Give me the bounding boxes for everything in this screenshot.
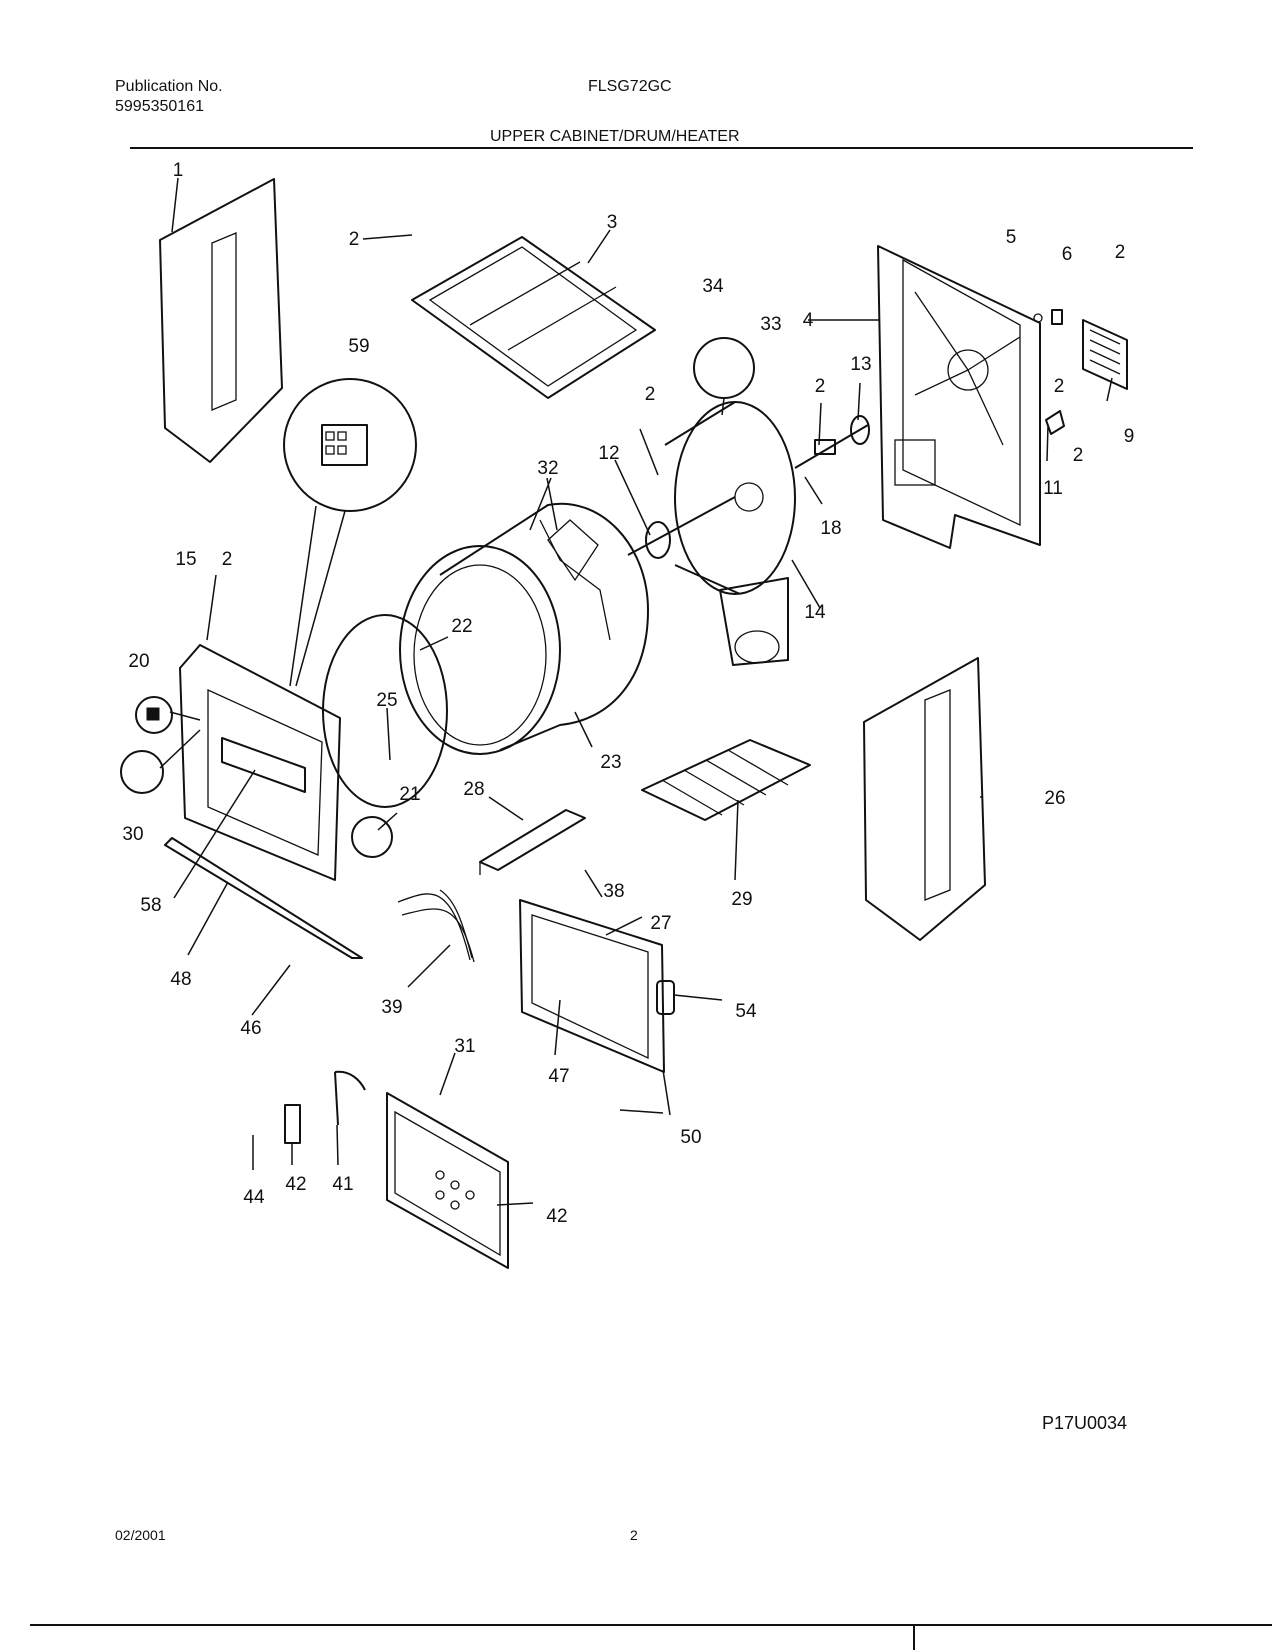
callout-38: 26 <box>1044 788 1065 809</box>
callout-13: 2 <box>815 376 826 397</box>
part-vent-grille <box>1082 319 1128 390</box>
part-side-panel-right <box>863 657 986 941</box>
callout-leaders <box>171 177 1113 1206</box>
callout-33: 33 <box>760 314 781 335</box>
publication-date: 02/2001 <box>115 1527 166 1543</box>
callout-2: 2 <box>1054 376 1065 397</box>
callout-14: 18 <box>820 518 841 539</box>
callout-2: 2 <box>1115 242 1126 263</box>
part-blower-housing <box>664 401 796 666</box>
callout-44: 41 <box>332 1174 353 1195</box>
title-rule <box>130 147 1193 149</box>
section-title: UPPER CABINET/DRUM/HEATER <box>490 128 740 145</box>
callout-25: 20 <box>128 651 149 672</box>
publication-label: Publication No. <box>115 78 223 95</box>
callout-1: 1 <box>173 160 184 181</box>
publication-number: 5995350161 <box>115 98 204 115</box>
part-drum <box>399 502 649 755</box>
callout-41: 42 <box>285 1174 306 1195</box>
page-number: 2 <box>630 1527 638 1543</box>
callout-2: 2 <box>645 384 656 405</box>
callout-22: 2 <box>222 549 233 570</box>
part-terminal-block-zoom <box>283 378 417 687</box>
part-front-strip <box>164 837 363 959</box>
part-rear-bulkhead <box>877 245 1041 549</box>
part-motor-shaft <box>794 415 870 469</box>
callout-27: 58 <box>140 895 161 916</box>
callout-2: 15 <box>175 549 196 570</box>
callout-30: 28 <box>463 779 484 800</box>
part-top-cover <box>411 236 656 399</box>
part-wire-harness <box>397 889 475 963</box>
callout-31: 46 <box>240 1018 261 1039</box>
callout-20: 22 <box>451 616 472 637</box>
callout-47: 31 <box>454 1036 475 1057</box>
callout-29: 38 <box>603 881 624 902</box>
callout-9: 9 <box>1124 426 1135 447</box>
callout-3: 3 <box>607 212 618 233</box>
callout-labels: 1 2 3 2 34 33 5 6 2 4 2 9 2 11 59 2 13 1… <box>122 160 1134 1227</box>
callout-46: 54 <box>735 1001 757 1022</box>
callout-34: 34 <box>702 276 724 297</box>
part-duct-bracket <box>479 809 586 875</box>
callout-15: 14 <box>804 602 826 623</box>
part-drum-seal <box>322 614 448 808</box>
part-access-panel <box>519 899 665 1073</box>
part-hinge-bracket <box>284 1070 366 1144</box>
callout-32: 12 <box>598 443 619 464</box>
callout-2: 2 <box>1073 445 1084 466</box>
callout-6: 6 <box>1062 244 1073 265</box>
callout-11: 11 <box>1043 478 1063 499</box>
model-number: FLSG72GC <box>588 78 672 95</box>
footer-rule <box>30 1624 1272 1626</box>
callout-26: 30 <box>122 824 143 845</box>
callout-39: 48 <box>170 969 191 990</box>
figure-code: P17U0034 <box>1042 1413 1128 1433</box>
part-support-rack <box>641 739 811 821</box>
callout-42: 44 <box>243 1187 265 1208</box>
callout-23: 25 <box>376 690 397 711</box>
callout-50: 47 <box>548 1066 569 1087</box>
callout-12: 13 <box>850 354 871 375</box>
part-sensor-zooms <box>120 696 393 858</box>
part-small-bracket <box>1033 309 1065 435</box>
callout-58: 29 <box>731 889 752 910</box>
callout-2: 2 <box>349 229 360 250</box>
callout-49: 42 <box>546 1206 567 1227</box>
callout-5: 5 <box>1006 227 1017 248</box>
part-heater-box <box>386 1092 509 1269</box>
callout-54: 39 <box>381 997 402 1018</box>
part-front-bulkhead <box>179 644 341 881</box>
footer-tick <box>913 1624 915 1650</box>
part-sensor-clip <box>656 980 675 1015</box>
part-side-panel-left <box>159 178 283 463</box>
callout-42: 50 <box>680 1127 701 1148</box>
callout-48: 27 <box>650 913 671 934</box>
part-drum-shaft <box>627 496 736 559</box>
part-idler-zoom <box>693 337 755 416</box>
callout-21: 23 <box>600 752 621 773</box>
callout-18: 32 <box>537 458 558 479</box>
callout-28: 21 <box>399 784 420 805</box>
callout-59: 59 <box>348 336 369 357</box>
callout-4: 4 <box>803 310 814 331</box>
